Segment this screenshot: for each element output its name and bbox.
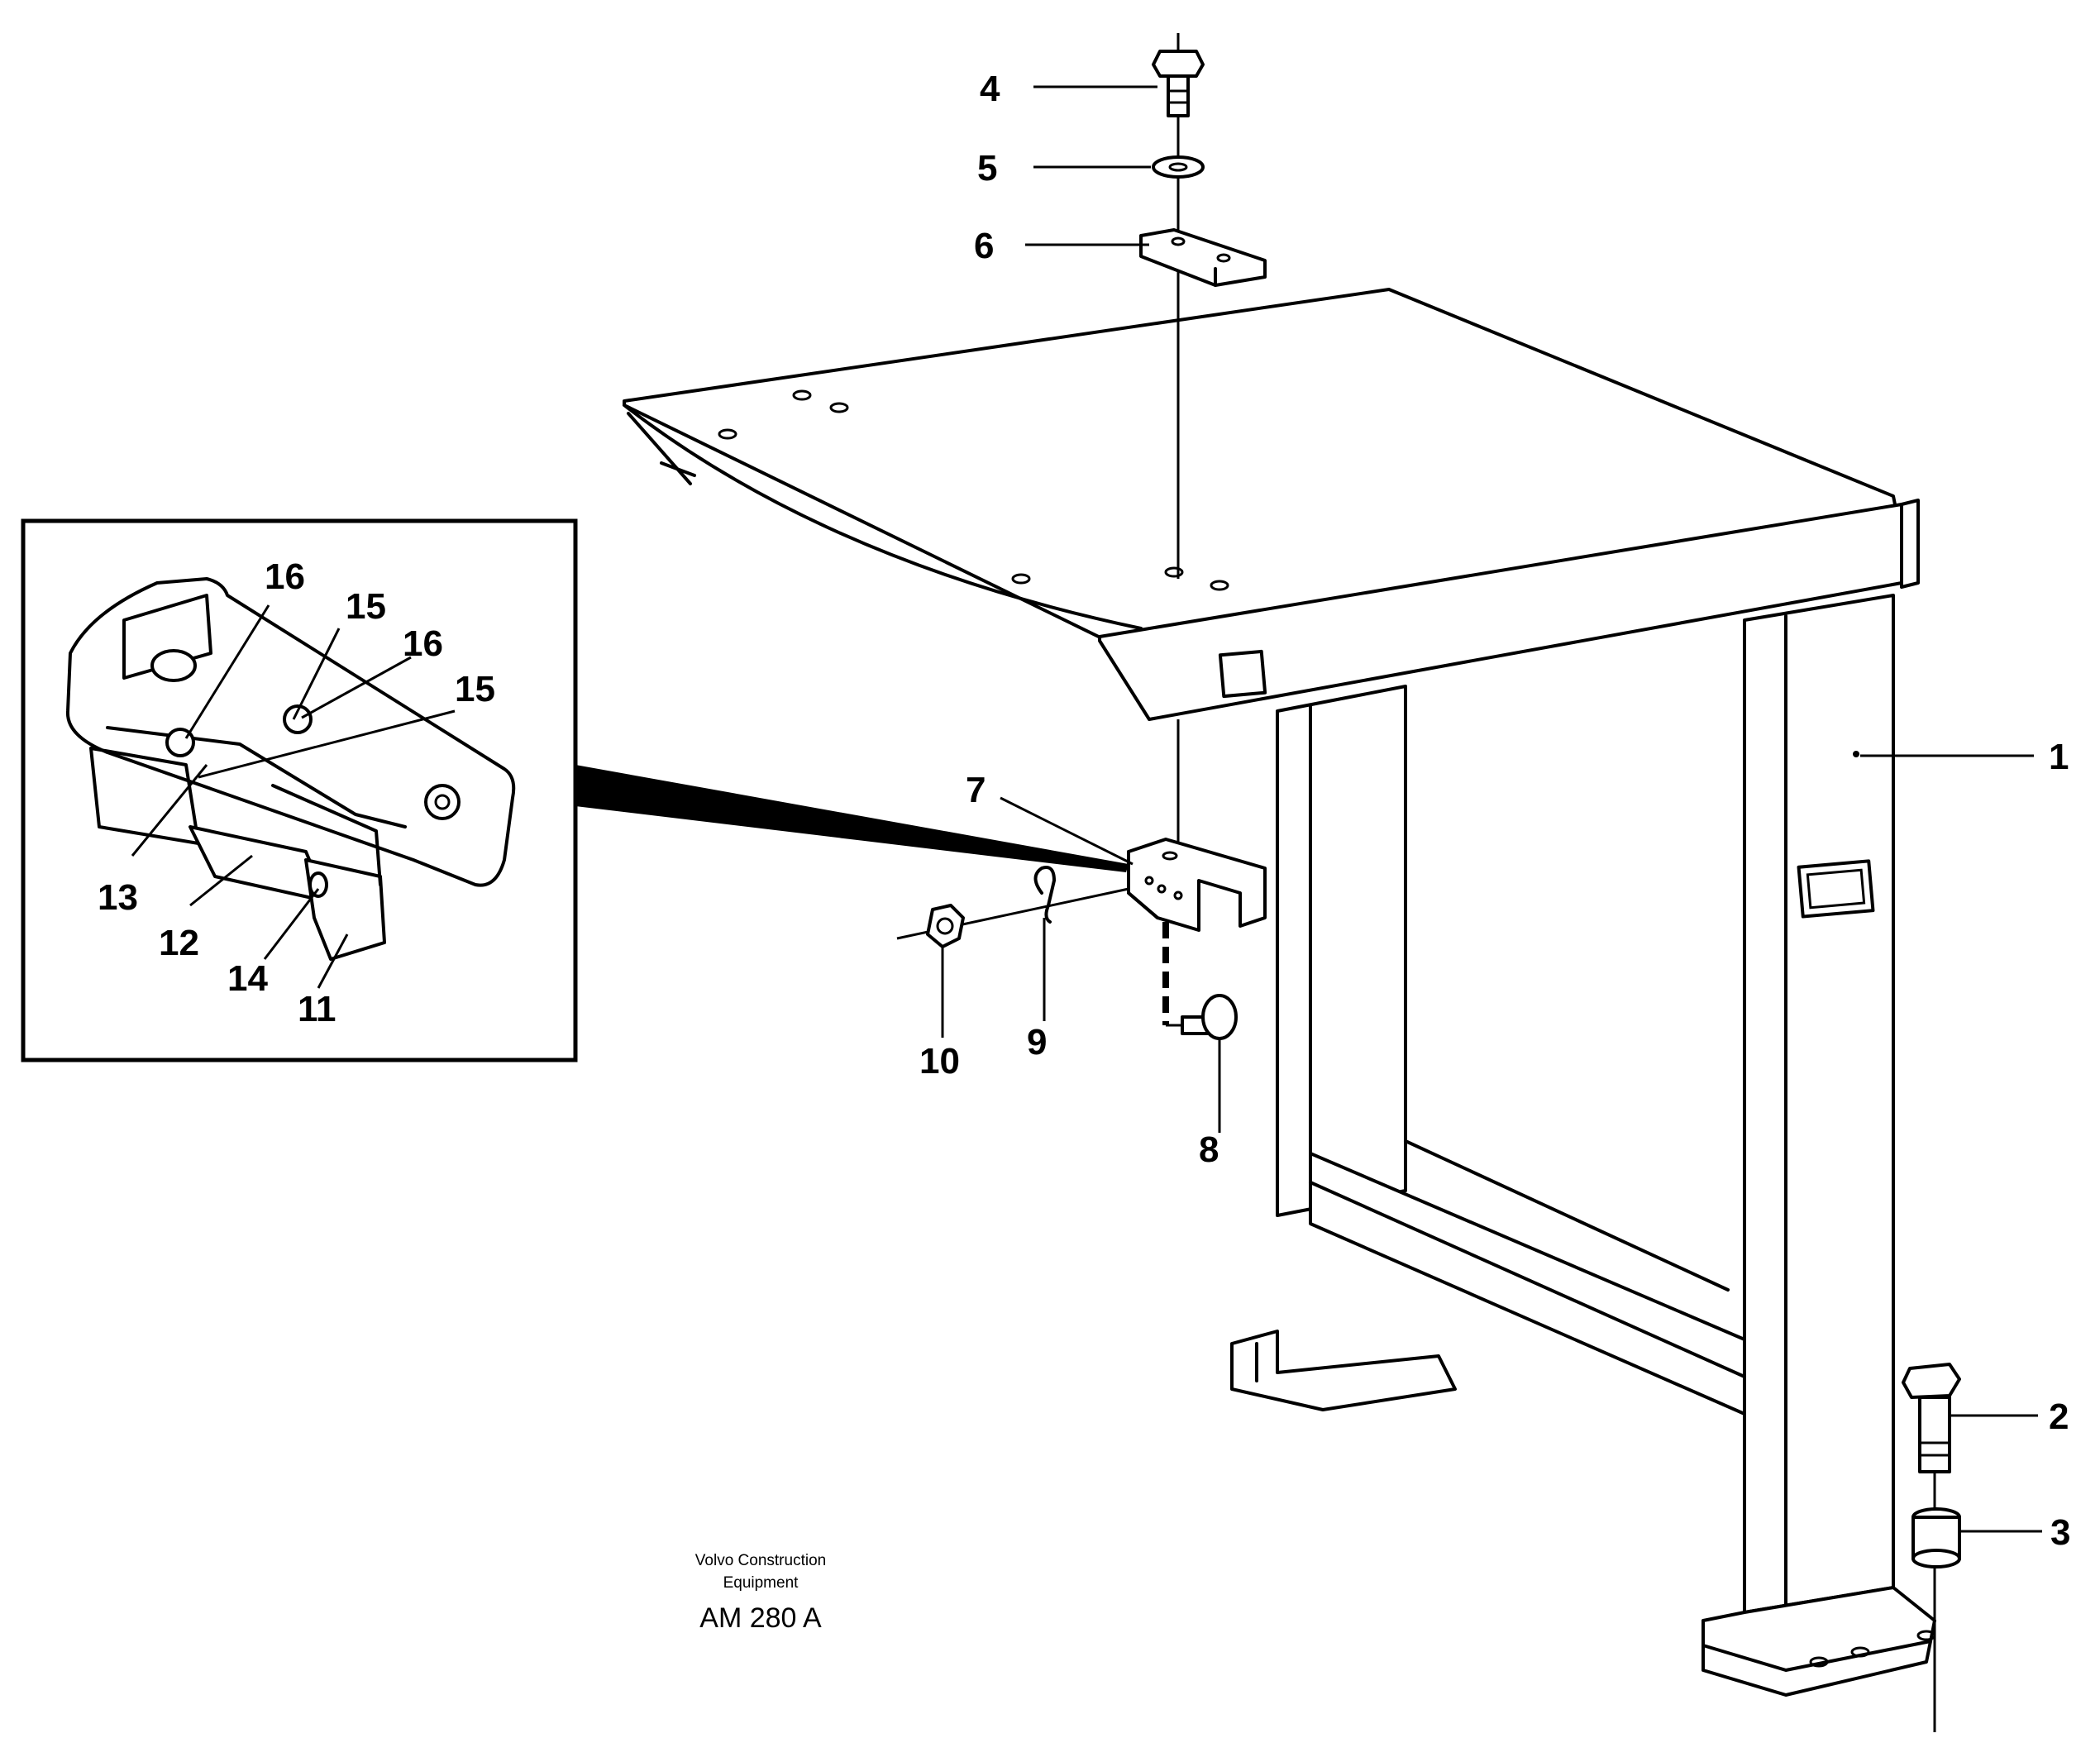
bracket-assembly	[896, 719, 1267, 1040]
detail-inset	[21, 518, 1129, 1062]
foot-fasteners	[1902, 1363, 1961, 1732]
label-part-11: 11	[298, 989, 336, 1029]
label-part-8: 8	[1199, 1129, 1219, 1170]
label-part-10: 10	[919, 1041, 960, 1081]
label-part-15-b: 15	[455, 669, 495, 709]
footer-caption: Volvo Construction Equipment AM 280 A	[695, 1552, 826, 1634]
label-part-16-a: 16	[265, 556, 305, 597]
part-labels: 1 2 3 4 5 6 7 8 9 10 11 12 13 14 15 15 1…	[98, 69, 2070, 1553]
console-frame	[623, 288, 1936, 1697]
label-part-14: 14	[227, 958, 268, 999]
label-part-3: 3	[2050, 1512, 2070, 1553]
leader-lines	[941, 85, 2042, 1533]
label-part-12: 12	[159, 923, 199, 963]
label-part-1: 1	[2049, 737, 2069, 777]
label-part-9: 9	[1027, 1022, 1047, 1062]
label-part-5: 5	[977, 148, 997, 189]
label-part-6: 6	[974, 226, 994, 266]
label-part-13: 13	[98, 877, 138, 918]
label-part-7: 7	[966, 770, 986, 810]
label-part-2: 2	[2049, 1397, 2069, 1437]
label-part-4: 4	[980, 69, 1000, 109]
label-part-16-b: 16	[403, 623, 443, 664]
top-fasteners	[1139, 33, 1267, 579]
footer-company-line2: Equipment	[723, 1574, 799, 1592]
label-part-15-a: 15	[346, 586, 386, 627]
footer-company-line1: Volvo Construction	[695, 1552, 826, 1569]
footer-drawing-code: AM 280 A	[699, 1602, 822, 1634]
